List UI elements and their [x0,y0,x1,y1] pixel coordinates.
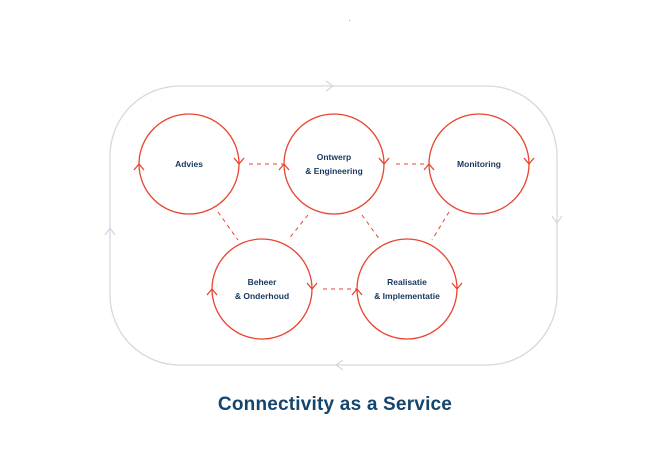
node-label-line: Ontwerp [316,152,352,162]
connector-monitoring-realisatie [431,211,450,241]
node-label-realisatie: Realisatie & Implementatie [347,275,467,303]
node-label-ontwerp: Ontwerp & Engineering [274,150,394,178]
circular-arrow-icon [133,162,145,171]
node-label-line: Beheer [247,277,277,287]
circular-arrow-icon [278,162,290,171]
circular-arrow-icon [523,157,535,166]
node-label-line: & Implementatie [374,291,440,301]
diagram-caption: Connectivity as a Service [217,394,453,415]
connector-ontwerp-realisatie [361,214,381,241]
decorative-dot [349,20,350,21]
circular-arrow-icon [423,162,435,171]
circular-arrow-icon [306,282,318,291]
circular-arrow-icon [233,157,245,166]
node-label-line: & Onderhoud [234,291,290,301]
outer-loop [109,85,558,366]
circular-arrow-icon [351,287,363,296]
node-label-line: Advies [175,159,203,169]
circular-arrow-icon [206,287,218,296]
loop-arrow-icon-left [104,226,116,236]
node-label-line: & Engineering [305,166,363,176]
connector-advies-beheer [217,211,239,241]
connector-ontwerp-beheer [287,214,309,241]
node-label-advies: Advies [129,157,249,171]
connectors [217,163,450,290]
loop-arrow-icon-top [325,80,335,92]
loop-arrow-icon-bottom [334,359,344,371]
node-label-line: Realisatie [387,277,427,287]
node-label-line: Monitoring [457,159,501,169]
loop-arrow-icon-right [551,215,563,225]
node-label-monitoring: Monitoring [419,157,539,171]
node-label-beheer: Beheer & Onderhoud [202,275,322,303]
circular-arrow-icon [378,157,390,166]
circular-arrow-icon [451,282,463,291]
